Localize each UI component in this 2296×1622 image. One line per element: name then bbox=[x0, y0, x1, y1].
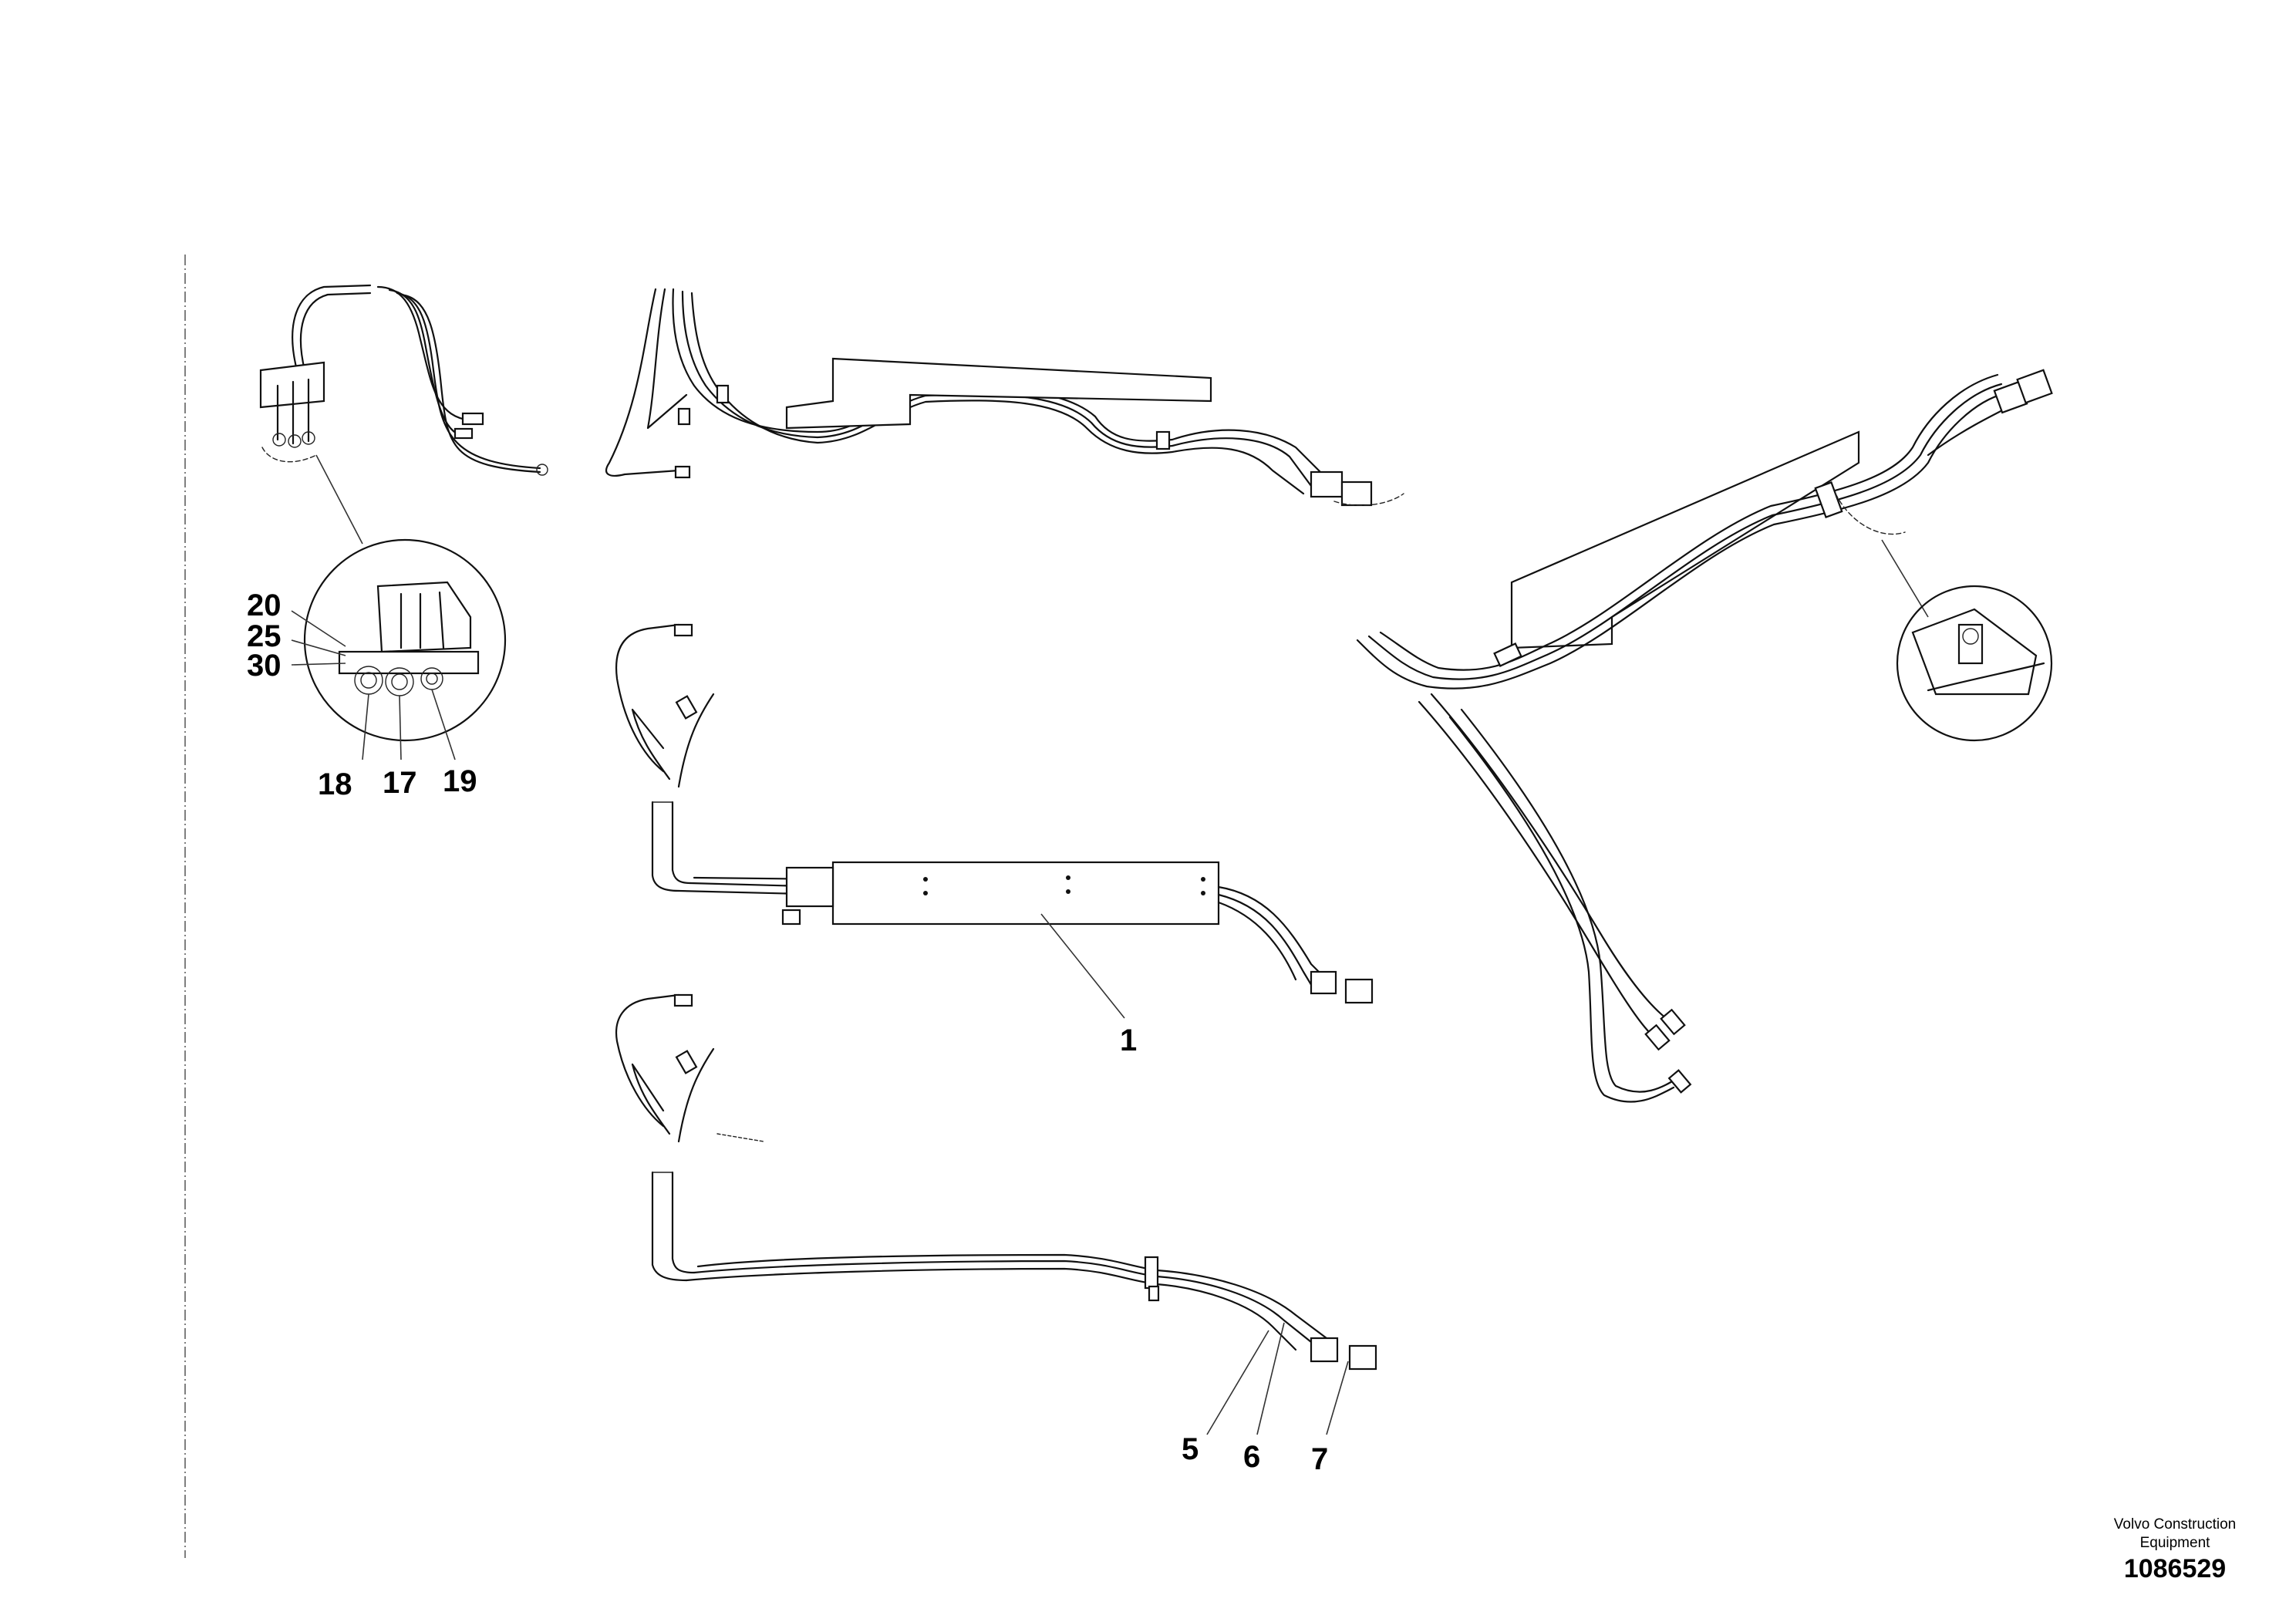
publisher-credit: Volvo Construction Equipment bbox=[2082, 1516, 2267, 1553]
callout-7: 7 bbox=[1311, 1442, 1328, 1476]
middle-hose-with-sleeve bbox=[615, 623, 1374, 1019]
publisher-line-2: Equipment bbox=[2139, 1535, 2210, 1551]
callout-30: 30 bbox=[247, 649, 282, 683]
callout-19: 19 bbox=[443, 764, 477, 798]
callout-5: 5 bbox=[1182, 1432, 1199, 1466]
bracket-hose-group bbox=[259, 284, 548, 476]
callout-6: 6 bbox=[1243, 1440, 1260, 1474]
installed-routing-view bbox=[1356, 369, 2053, 1103]
top-hose-with-bracket bbox=[605, 288, 1404, 507]
callout-20: 20 bbox=[247, 588, 282, 622]
callout-25: 25 bbox=[247, 619, 282, 653]
document-number: 1086529 bbox=[2123, 1554, 2227, 1583]
callout-18: 18 bbox=[318, 767, 352, 801]
callout-labels: 20 25 30 18 17 19 1 5 6 7 bbox=[247, 588, 1328, 1476]
callout-1: 1 bbox=[1120, 1023, 1137, 1057]
publisher-line-1: Volvo Construction bbox=[2113, 1516, 2237, 1533]
callout-17: 17 bbox=[383, 766, 417, 800]
bottom-hose-with-clamp bbox=[615, 993, 1377, 1435]
detail-view-bracket bbox=[291, 454, 507, 760]
